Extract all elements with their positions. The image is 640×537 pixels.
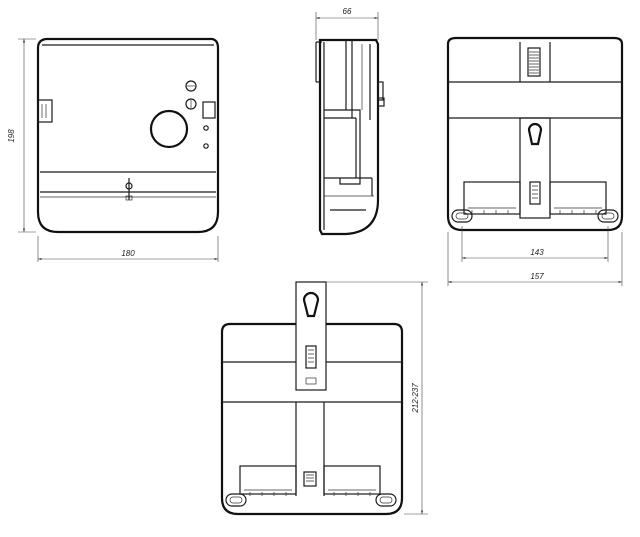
- back-width-dimension: 157: [447, 232, 623, 286]
- back-mount-spacing-dimension: 143: [461, 226, 609, 262]
- front-height-dimension: 198: [7, 38, 36, 233]
- front-view: [36, 37, 220, 234]
- front-width-label: 180: [121, 249, 135, 258]
- front-width-dimension: 180: [37, 236, 219, 262]
- side-depth-dimension: 66: [315, 7, 379, 40]
- side-view: [315, 38, 385, 236]
- side-depth-label: 66: [343, 7, 352, 16]
- back-mount-spacing-label: 143: [530, 248, 544, 257]
- back-view: [446, 36, 624, 232]
- front-height-label: 198: [7, 129, 16, 143]
- back-width-label: 157: [530, 272, 544, 281]
- mounted-height-dimension: 212-237: [326, 281, 428, 515]
- back-view-extended-hanger: [220, 281, 404, 516]
- mounted-height-label: 212-237: [411, 383, 420, 414]
